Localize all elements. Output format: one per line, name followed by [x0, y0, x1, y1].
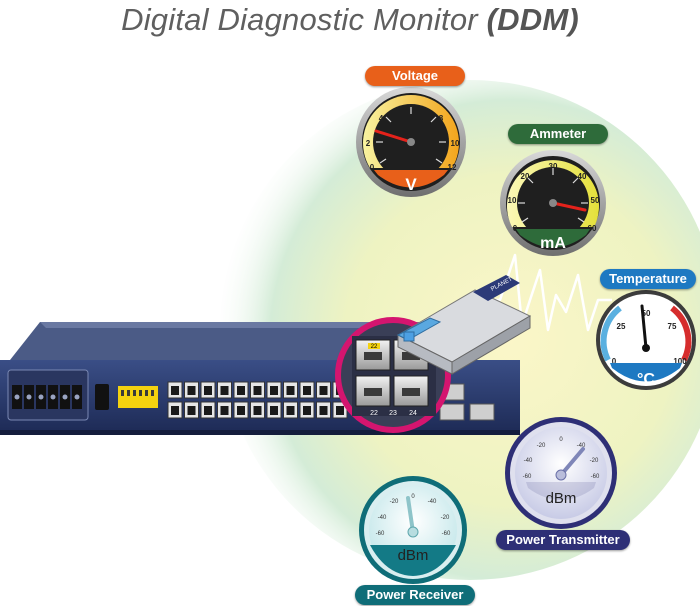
rx-unit: dBm	[398, 547, 429, 564]
rx-needle	[406, 496, 415, 534]
voltage-tick-8: 8	[439, 114, 444, 123]
rj45-port-socket	[270, 386, 278, 395]
ammeter-label: Ammeter	[508, 124, 608, 144]
rj45-port-socket	[187, 386, 196, 395]
tx-tick-2: -20	[537, 443, 546, 449]
tx-unit: dBm	[546, 490, 577, 507]
voltage-tick-0: 0	[370, 163, 375, 172]
rj45-port-socket	[220, 406, 229, 415]
rj45-port-socket	[220, 386, 229, 395]
temp-needle	[640, 304, 648, 350]
ammeter-tick-30: 30	[549, 162, 558, 171]
rj45-port-socket	[286, 386, 295, 395]
rj45-port-socket	[187, 406, 196, 415]
rj45-port-socket	[171, 386, 179, 395]
page-title: Digital Diagnostic Monitor (DDM)	[0, 2, 700, 38]
port-label-bottom-3: 24	[409, 410, 417, 417]
rj45-port-socket	[303, 406, 311, 415]
temperature-label: Temperature	[600, 269, 696, 289]
ammeter-tick-20: 20	[521, 172, 530, 181]
voltage-tick-4: 4	[379, 114, 384, 123]
temp-tick-0: 0	[612, 357, 617, 366]
rj45-port-socket	[253, 386, 262, 395]
voltage-tick-12: 12	[448, 163, 457, 172]
rj45-port-socket	[319, 386, 328, 395]
port-label-bottom-1: 22	[370, 410, 378, 417]
rj45-port-socket	[204, 386, 212, 395]
port-label-top: 22	[371, 344, 378, 350]
power-transmitter-label: Power Transmitter	[496, 530, 630, 550]
voltage-unit: V	[405, 175, 417, 194]
tx-tick-5: -40	[577, 443, 586, 449]
temp-tick-100: 100	[673, 357, 687, 366]
ammeter-tick-40: 40	[578, 172, 587, 181]
voltage-needle	[374, 129, 413, 144]
rj45-port-socket	[171, 406, 179, 415]
temp-tick-75: 75	[668, 322, 677, 331]
rj45-port-socket	[319, 406, 328, 415]
rx-tick-1: -40	[378, 515, 387, 521]
rj45-port-socket	[270, 406, 278, 415]
ammeter-needle	[551, 201, 587, 212]
ammeter-tick-0: 0	[513, 224, 518, 233]
voltage-tick-10: 10	[451, 139, 460, 148]
rx-tick-4: -60	[376, 531, 385, 537]
ammeter-tick-50: 50	[591, 196, 600, 205]
rj45-port-socket	[237, 386, 245, 395]
rx-tick-7: -60	[442, 531, 451, 537]
temp-unit: °C	[637, 371, 655, 388]
power-receiver-label: Power Receiver	[355, 585, 475, 605]
tx-tick-1: -40	[524, 458, 533, 464]
tx-tick-7: -60	[591, 474, 600, 480]
voltage-label: Voltage	[365, 66, 465, 86]
temp-tick-50: 50	[642, 309, 651, 318]
signal-wave-icon	[470, 253, 612, 332]
rj45-port-socket	[286, 406, 295, 415]
rx-tick-5: -40	[428, 499, 437, 505]
ammeter-gauge: 0 10 20 30 40 50 60 mA	[500, 150, 606, 256]
temperature-gauge: 0 25 50 75 100 °C	[596, 290, 696, 390]
ammeter-tick-60: 60	[588, 224, 597, 233]
voltage-tick-2: 2	[366, 139, 371, 148]
title-abbr: (DDM)	[486, 2, 579, 37]
rj45-port-socket	[204, 406, 212, 415]
port-label-bottom-2: 23	[389, 410, 397, 417]
rj45-port-socket	[336, 406, 344, 415]
rj45-port-socket	[237, 406, 245, 415]
rx-tick-3: 0	[411, 494, 415, 500]
tx-needle	[559, 447, 585, 477]
tx-tick-6: -20	[590, 458, 599, 464]
sfp-transceiver: PLANET	[396, 275, 532, 375]
tx-tick-3: 0	[559, 437, 563, 443]
power-receiver-gauge: -40 -20 0 -60 -40 -20 -60 dBm	[359, 476, 467, 584]
power-transmitter-gauge: -40 -20 0 -60 -40 -20 -60 dBm	[505, 417, 617, 529]
ammeter-tick-10: 10	[508, 196, 517, 205]
tx-tick-4: -60	[523, 474, 532, 480]
rj45-port-socket	[303, 386, 311, 395]
rj45-port-socket	[253, 406, 262, 415]
rx-tick-2: -20	[390, 499, 399, 505]
ammeter-unit: mA	[540, 235, 566, 252]
voltage-gauge: 0 2 4 6 8 10 12 V	[356, 87, 466, 197]
title-main: Digital Diagnostic Monitor	[121, 2, 487, 37]
rx-tick-6: -20	[441, 515, 450, 521]
temp-tick-25: 25	[617, 322, 626, 331]
